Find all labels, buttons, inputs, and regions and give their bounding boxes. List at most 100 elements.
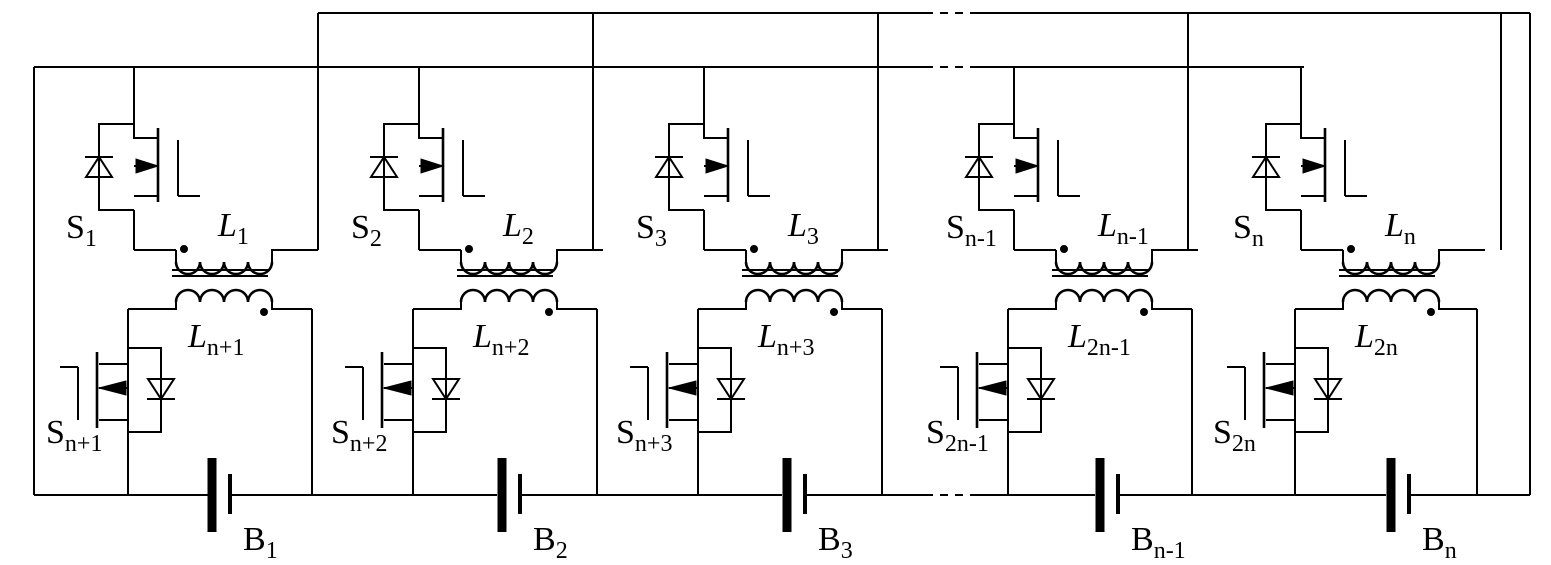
dot-marker [545,308,553,316]
top-winding-coil [174,261,274,276]
diode-triangle [84,155,114,178]
label-battery: Bn [1422,521,1457,564]
label-switch-top: S1 [66,209,97,252]
label-switch-top-subscript: n [1252,226,1264,252]
upper-switch-wire [668,67,705,250]
bottom-winding [128,288,312,316]
lower-switch-wire [1008,347,1042,433]
winding-lead [556,302,597,310]
mosfet-arrow [97,380,127,396]
mosfet-arrow [382,380,412,396]
upper-switch-stub [1300,124,1325,197]
dot-marker [465,245,473,253]
label-switch-top-subscript: 2 [370,226,382,252]
label-inductor-top-subscript: n-1 [1117,224,1149,250]
diode-triangle [654,155,684,178]
label-inductor-top: L2 [502,207,534,250]
upper-diode [654,155,684,178]
battery [207,458,232,532]
upper-switch-wire [978,67,1015,250]
lower-switch [60,309,176,495]
lower-switch-wire [128,347,162,433]
dot-marker [1060,245,1068,253]
label-inductor-top: Ln-1 [1097,207,1149,250]
lower-switch [940,309,1056,495]
mosfet-arrow [667,380,697,396]
winding-lead [1342,249,1485,262]
label-switch-bottom-subscript: n+2 [350,431,388,457]
dot-marker [180,245,188,253]
diode-triangle [369,155,399,178]
upper-switch-stub [418,124,443,197]
mosfet-arrow [1264,380,1294,396]
top-winding [134,245,318,277]
label-inductor-top: L1 [217,207,249,250]
winding-lead [698,302,747,310]
upper-switch-stub [703,124,728,197]
diode-triangle [1026,378,1056,401]
winding-lead [1295,302,1344,310]
bus-wires [33,12,1531,496]
label-battery-letter: B [1131,521,1154,558]
label-inductor-bottom-letter: L [187,318,207,355]
bottom-winding-coil [174,288,274,303]
lower-diode [146,378,176,401]
label-inductor-bottom-letter: L [1354,318,1374,355]
battery [782,458,807,532]
upper-switch [1251,67,1367,250]
label-switch-top-subscript: n-1 [965,226,997,252]
label-inductor-top-subscript: 3 [807,224,819,250]
label-inductor-top: L3 [787,207,819,250]
lower-switch [630,309,746,495]
top-winding-coil [1054,261,1154,276]
label-switch-top: Sn [1233,209,1264,252]
label-switch-top-letter: S [946,209,965,246]
label-battery-subscript: n [1445,538,1457,564]
label-switch-top-letter: S [66,209,85,246]
upper-diode [1251,155,1281,178]
lower-diode [431,378,461,401]
dot-marker [830,308,838,316]
label-switch-bottom: S2n [1213,414,1256,457]
label-switch-top-letter: S [1233,209,1252,246]
upper-switch-wire [98,67,135,250]
label-switch-bottom-subscript: n+1 [65,431,103,457]
label-inductor-bottom: L2n [1354,318,1398,361]
top-winding [1014,245,1198,277]
label-switch-bottom-letter: S [616,414,635,451]
upper-switch-wire [1265,67,1302,250]
label-switch-bottom: Sn+2 [331,414,387,457]
label-switch-bottom-subscript: n+3 [635,431,673,457]
upper-diode [964,155,994,178]
label-switch-bottom-letter: S [331,414,350,451]
label-inductor-bottom-subscript: n+2 [492,335,530,361]
label-battery-subscript: 3 [841,538,853,564]
battery [1095,458,1120,532]
upper-switch [654,67,770,250]
lower-diode [1026,378,1056,401]
lower-diode [716,378,746,401]
label-battery: B1 [243,521,278,564]
label-inductor-bottom-subscript: n+1 [207,335,245,361]
bottom-winding-coil [1341,288,1441,303]
winding-lead [1008,302,1057,310]
diode-triangle [1251,155,1281,178]
upper-diode [369,155,399,178]
mosfet-arrow [135,158,160,174]
top-winding [419,245,603,277]
diode-triangle [431,378,461,401]
top-winding [704,245,888,277]
mosfet-arrow [1015,158,1040,174]
diode-triangle [964,155,994,178]
label-switch-bottom: Sn+3 [616,414,672,457]
winding-lead [460,249,603,262]
winding-lead [1151,302,1192,310]
battery [497,458,522,532]
label-battery-letter: B [243,521,266,558]
